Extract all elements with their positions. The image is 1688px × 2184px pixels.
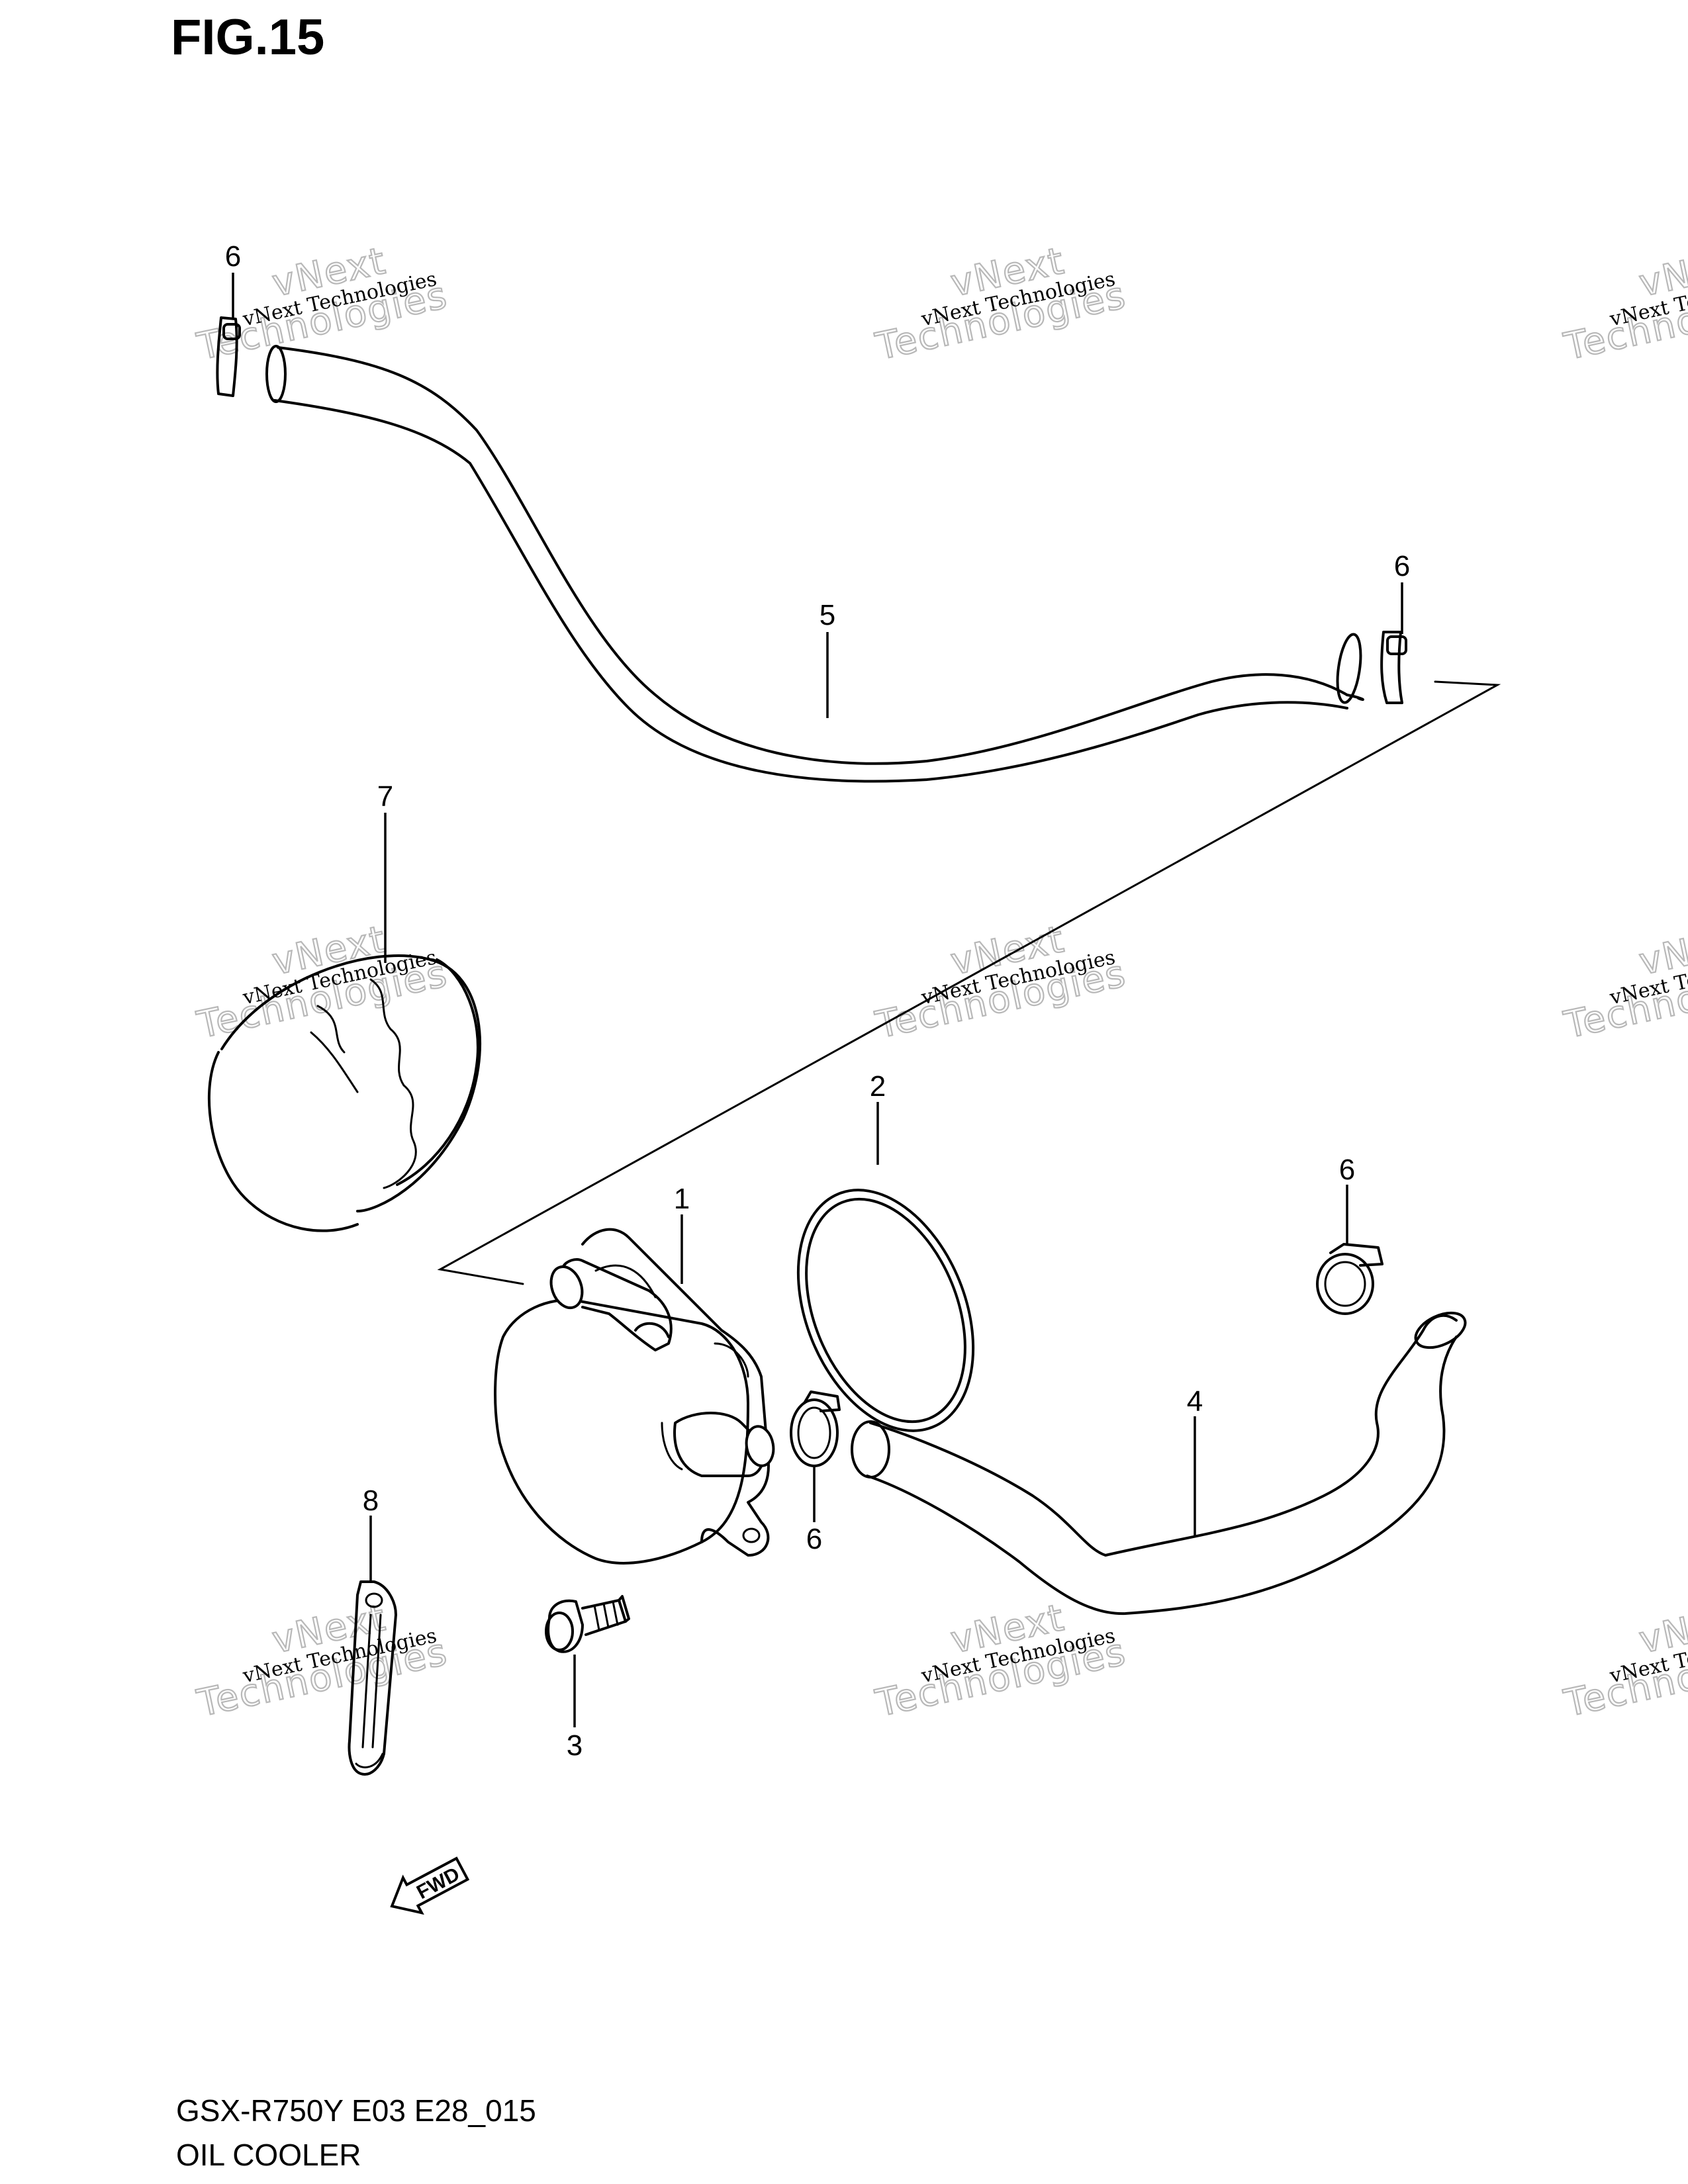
part-3-bolt — [545, 1595, 630, 1653]
figure-title: FIG.15 — [171, 9, 324, 66]
model-code: GSX-R750Y E03 E28_015 — [176, 2093, 536, 2128]
watermark-7: vNext Technologies vNext Technologies — [193, 1596, 452, 1727]
watermark-1: vNext Technologies vNext Technologies — [193, 239, 452, 370]
part-4-hose — [851, 1311, 1467, 1615]
callout-2: 2 — [870, 1070, 886, 1103]
part-6-clamp-right — [1316, 1243, 1383, 1315]
watermark-grid: vNext Technologies vNext Technologies vN… — [193, 239, 1688, 1727]
fwd-arrow-icon: FWD — [390, 1856, 470, 1915]
part-8-bracket — [348, 1580, 397, 1776]
callout-labels: 6 6 5 7 1 2 6 4 6 3 8 — [225, 240, 1410, 1762]
subassembly-outline — [437, 680, 1501, 1285]
callout-3: 3 — [567, 1729, 583, 1762]
callout-4: 4 — [1187, 1385, 1203, 1418]
callout-6-top-left: 6 — [225, 240, 241, 273]
leader-lines — [232, 273, 1403, 1727]
part-7-oil-filter — [207, 954, 481, 1232]
figure-name: OIL COOLER — [176, 2138, 361, 2172]
part-5-hose — [265, 345, 1364, 783]
watermark-2: vNext Technologies vNext Technologies — [871, 239, 1131, 370]
part-6-clamp-top-right — [1380, 631, 1407, 704]
callout-6-right: 6 — [1339, 1154, 1355, 1186]
callout-6-top-right: 6 — [1394, 550, 1410, 582]
watermark-4: vNext Technologies vNext Technologies — [193, 917, 452, 1048]
watermark-5: vNext Technologies vNext Technologies — [871, 917, 1131, 1048]
part-1-oil-cooler — [494, 1228, 775, 1565]
callout-7: 7 — [377, 780, 393, 813]
watermark-9: vNext Technologies vNext Technologies — [1560, 1596, 1688, 1727]
part-6-clamp-top-left — [216, 316, 241, 397]
part-2-o-ring — [796, 1189, 975, 1432]
callout-6-middle: 6 — [806, 1523, 822, 1555]
watermark-3: vNext Technologies vNext Technologies — [1560, 239, 1688, 370]
part-6-clamp-middle — [790, 1390, 841, 1467]
callout-5: 5 — [820, 599, 835, 631]
callout-8: 8 — [363, 1484, 379, 1517]
callout-1: 1 — [674, 1183, 690, 1215]
watermark-6: vNext Technologies vNext Technologies — [1560, 917, 1688, 1048]
